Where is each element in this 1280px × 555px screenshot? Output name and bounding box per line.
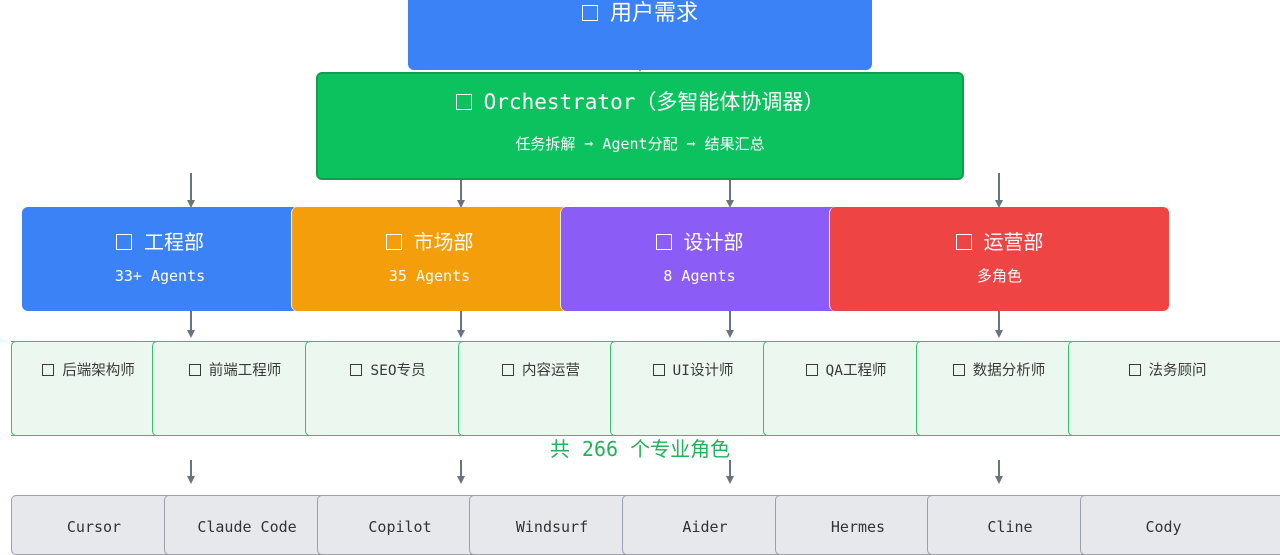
role-label: SEO专员 (370, 363, 426, 379)
tool-label: Copilot (368, 518, 432, 536)
department-name: 市场部 (413, 230, 474, 254)
role-card: 后端架构师 (11, 341, 166, 436)
total-roles-label: 共 266 个专业角色 (549, 437, 731, 461)
role-label: 前端工程师 (208, 363, 282, 379)
department-count: 35 Agents (388, 267, 471, 285)
checkbox-icon (581, 5, 598, 21)
tool-card: Cody (1080, 495, 1280, 555)
role-card: 内容运营 (458, 341, 624, 436)
user-need-label: 用户需求 (609, 1, 698, 26)
checkbox-icon (655, 234, 672, 250)
department-operations: 运营部 多角色 (829, 207, 1169, 311)
tool-label: Claude Code (197, 518, 297, 536)
role-label: 数据分析师 (972, 363, 1046, 379)
checkbox-icon (455, 94, 472, 110)
tool-card: Claude Code (164, 495, 330, 555)
checkbox-icon (188, 364, 201, 376)
tool-label: Cursor (66, 518, 122, 536)
department-engineering: 工程部 33+ Agents (22, 207, 298, 311)
role-card: 数据分析师 (916, 341, 1082, 436)
department-name: 工程部 (144, 230, 204, 254)
tool-label: Cody (1145, 518, 1182, 536)
department-count: 33+ Agents (114, 267, 206, 285)
checkbox-icon (652, 364, 665, 376)
department-design: 设计部 8 Agents (560, 207, 838, 311)
role-label: 内容运营 (522, 363, 580, 379)
checkbox-icon (385, 234, 402, 250)
role-card: SEO专员 (305, 341, 471, 436)
role-card: 前端工程师 (152, 341, 318, 436)
tool-card: Windsurf (469, 495, 635, 555)
tool-card: Copilot (317, 495, 483, 555)
checkbox-icon (805, 364, 818, 376)
tool-label: Hermes (830, 518, 886, 536)
user-need-node: 用户需求 (408, 0, 872, 70)
checkbox-icon (42, 364, 55, 376)
role-card: 法务顾问 (1068, 341, 1280, 436)
role-label: 法务顾问 (1148, 363, 1207, 379)
tool-label: Windsurf (515, 518, 589, 536)
checkbox-icon (116, 234, 132, 250)
department-marketing: 市场部 35 Agents (291, 207, 567, 311)
department-name: 运营部 (983, 230, 1044, 254)
department-count: 8 Agents (663, 267, 736, 285)
checkbox-icon (955, 234, 972, 250)
tool-label: Cline (987, 518, 1033, 536)
role-label: UI设计师 (672, 363, 734, 379)
checkbox-icon (1128, 364, 1141, 376)
checkbox-icon (350, 364, 363, 376)
checkbox-icon (502, 364, 514, 376)
tool-card: Cursor (11, 495, 177, 555)
role-label: QA工程师 (825, 363, 887, 379)
tool-card: Cline (927, 495, 1093, 555)
tool-label: Aider (682, 518, 728, 536)
role-card: QA工程师 (763, 341, 929, 436)
role-card: UI设计师 (610, 341, 776, 436)
orchestrator-subtitle: 任务拆解 ➞ Agent分配 ➞ 结果汇总 (515, 135, 765, 153)
tool-card: Aider (622, 495, 788, 555)
tool-card: Hermes (775, 495, 941, 555)
department-name: 设计部 (683, 230, 744, 254)
orchestrator-title: Orchestrator（多智能体协调器） (483, 90, 825, 114)
role-label: 后端架构师 (62, 363, 135, 379)
department-count: 多角色 (976, 267, 1022, 285)
checkbox-icon (952, 364, 965, 376)
orchestrator-node: Orchestrator（多智能体协调器） 任务拆解 ➞ Agent分配 ➞ 结… (316, 72, 964, 180)
